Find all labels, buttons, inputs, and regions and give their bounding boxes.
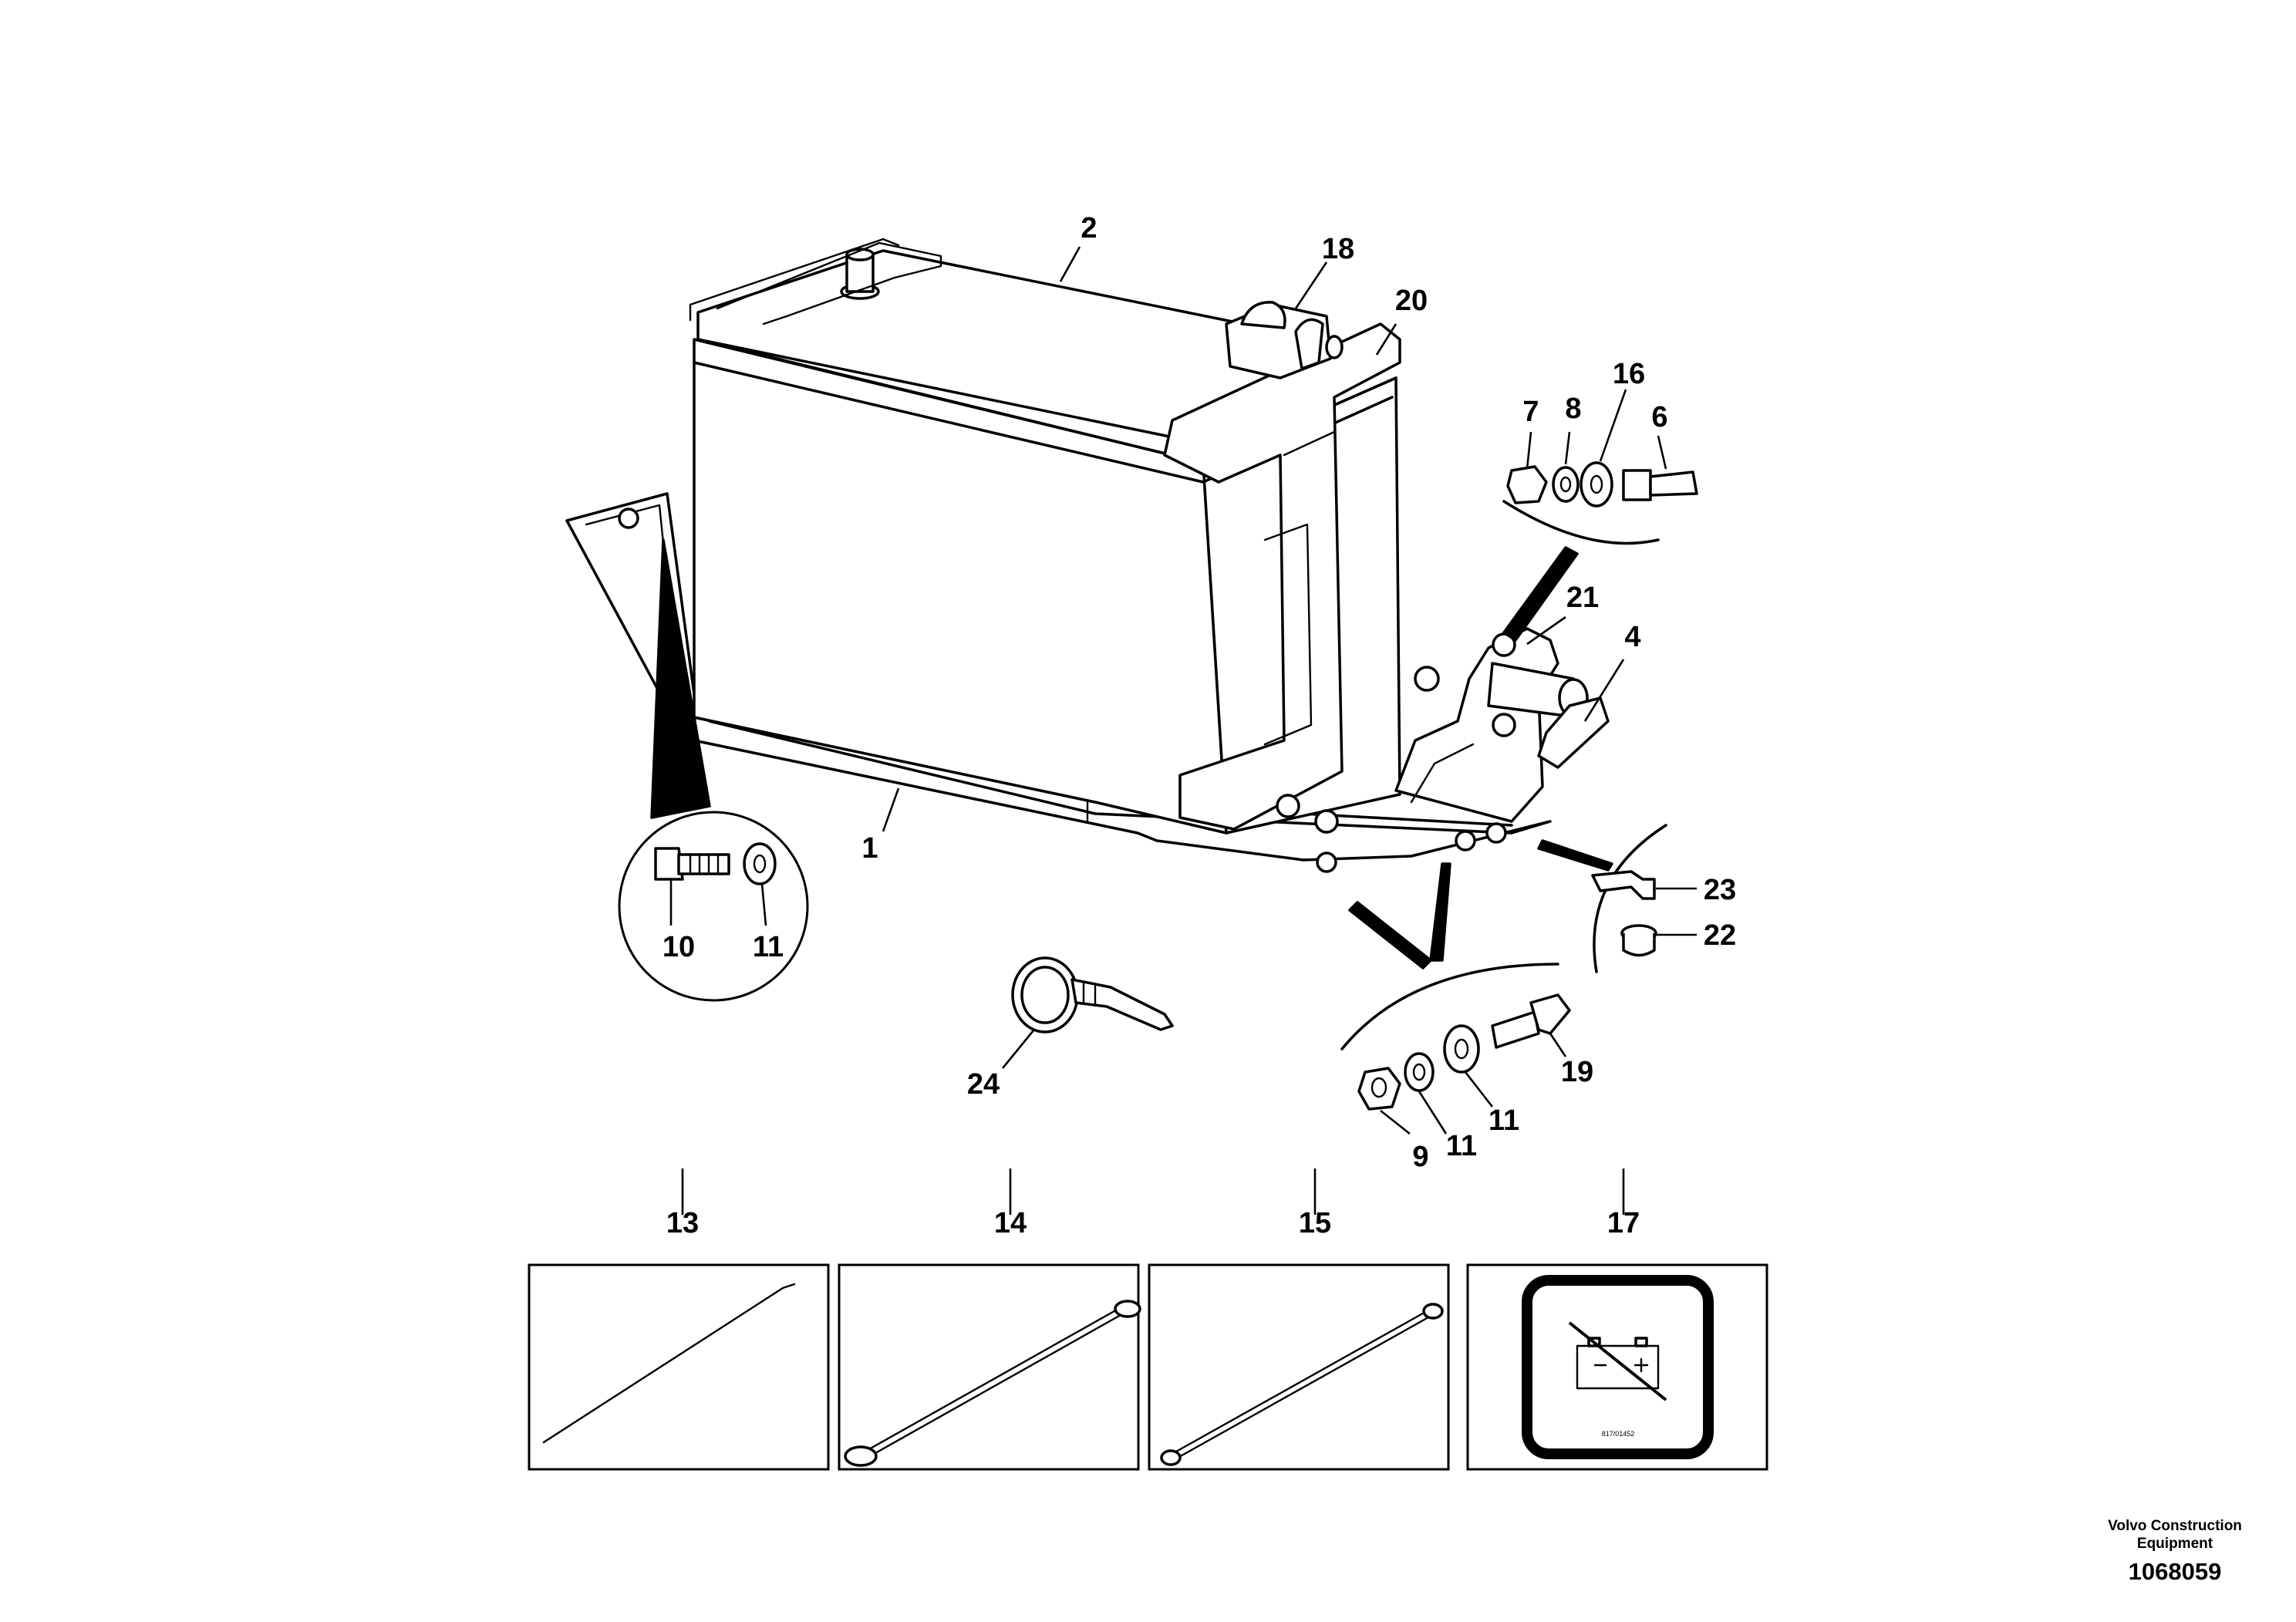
document-number: 1068059	[2129, 1558, 2222, 1585]
callout-21: 21	[1566, 582, 1599, 614]
decal-code: 817/01452	[1602, 1430, 1635, 1438]
brand-line-1: Volvo Construction	[2108, 1518, 2242, 1534]
callout-labels: 2 18 20 7 8 16 6 21 4 1 10 11 23 22 24 1…	[663, 212, 1736, 1239]
cable-tie	[1001, 956, 1174, 1069]
detail-bracket-bolt	[618, 538, 809, 1002]
panel-15	[1148, 1263, 1450, 1471]
isolator-bracket	[1394, 627, 1559, 823]
no-battery-disconnect-decal	[1522, 1275, 1714, 1459]
callout-22: 22	[1704, 919, 1736, 952]
callout-6: 6	[1651, 401, 1667, 433]
footer: Volvo Construction Equipment 1068059	[2108, 1518, 2242, 1585]
callout-19: 19	[1561, 1056, 1593, 1088]
panel-13	[528, 1263, 830, 1471]
callout-11-right: 11	[1489, 1104, 1519, 1137]
detail-clip-grommet	[1537, 824, 1697, 973]
accessory-panels: 817/01452	[528, 1263, 1768, 1471]
callout-23: 23	[1704, 874, 1736, 906]
detail-base-fasteners	[1340, 862, 1571, 1135]
battery-box-assembly	[565, 238, 1610, 873]
panel-14	[838, 1263, 1140, 1471]
callout-13: 13	[666, 1207, 699, 1239]
callout-18: 18	[1322, 233, 1354, 265]
callout-9: 9	[1412, 1141, 1428, 1173]
leader-lines	[681, 246, 1667, 1215]
callout-11-detail: 11	[753, 931, 784, 963]
callout-11-left: 11	[1446, 1130, 1477, 1162]
callout-20: 20	[1395, 285, 1428, 317]
detail-clamp-fasteners	[1502, 461, 1698, 642]
callout-14: 14	[994, 1207, 1027, 1239]
brand-line-2: Equipment	[2137, 1536, 2213, 1552]
callout-10: 10	[663, 931, 695, 963]
callout-17: 17	[1607, 1207, 1640, 1239]
callout-2: 2	[1081, 212, 1097, 244]
callout-8: 8	[1565, 393, 1581, 425]
callout-15: 15	[1299, 1207, 1331, 1239]
callout-24: 24	[967, 1068, 1000, 1101]
callout-1: 1	[861, 832, 878, 865]
callout-7: 7	[1522, 396, 1539, 428]
callout-16: 16	[1613, 358, 1645, 390]
callout-4: 4	[1624, 621, 1640, 653]
